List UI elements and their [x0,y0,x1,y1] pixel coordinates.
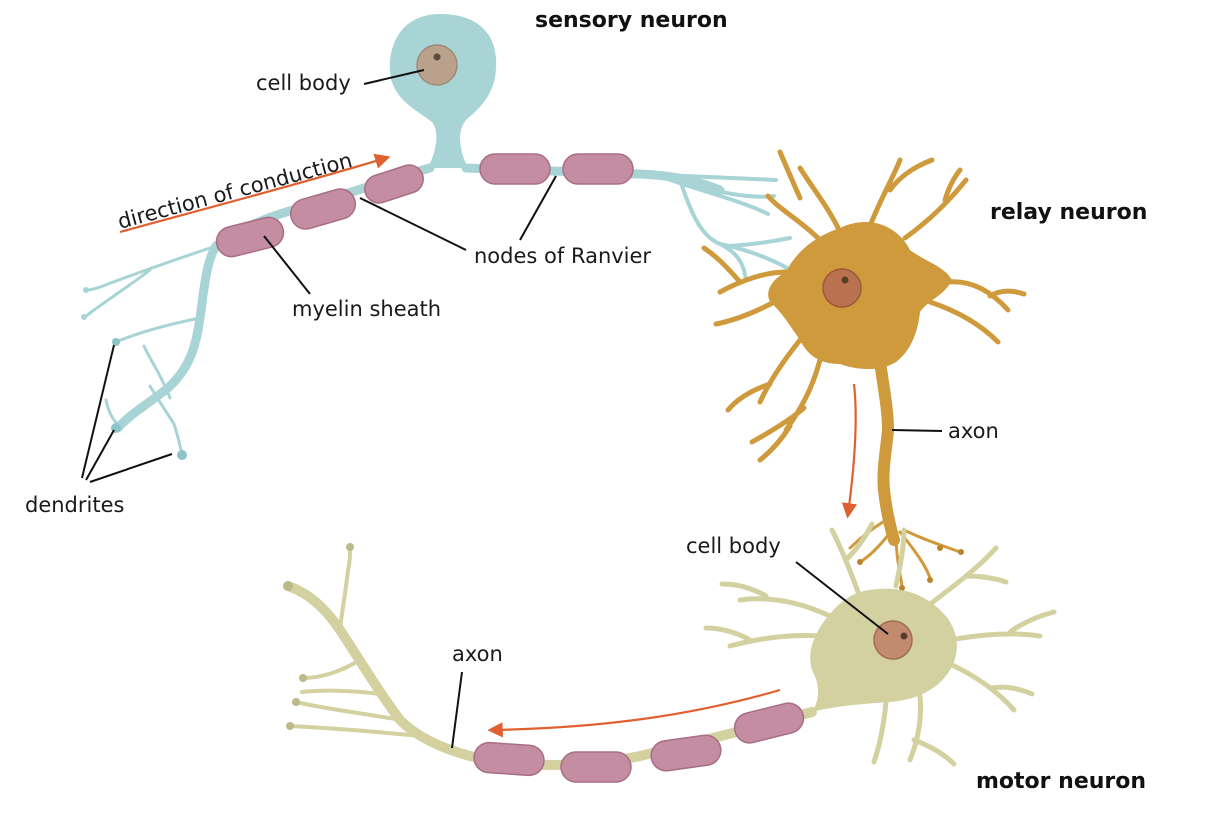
label-myelin-sheath: myelin sheath [292,297,441,321]
conduction-arrow-relay [841,383,858,519]
leader-axon-motor [451,671,463,749]
relay-nucleus [822,268,862,308]
motor-neuron [283,521,1057,783]
title-motor-neuron: motor neuron [976,769,1146,794]
leader-dendrites-2 [85,429,115,481]
relay-neuron [701,149,1027,591]
relay-axon [874,356,900,546]
sensory-terminal-branches [638,172,802,282]
leader-axon-relay [891,429,943,432]
label-axon-motor: axon [452,642,503,666]
leader-cell-body-sensory [363,69,425,85]
label-cell-body-motor: cell body [686,534,781,558]
label-axon-relay: axon [948,419,999,443]
sensory-dendrite-branches [84,244,218,456]
label-dendrites: dendrites [25,493,124,517]
label-cell-body-sensory: cell body [256,71,351,95]
motor-myelin-sheaths [473,702,805,783]
conduction-arrow-sensory [119,153,391,234]
sensory-myelin-sheaths [215,153,634,258]
title-relay-neuron: relay neuron [990,200,1147,225]
motor-dendrites [703,521,1057,767]
leader-nodes-1 [359,197,467,251]
conduction-arrow-motor [487,688,781,738]
leader-nodes-2 [519,175,557,241]
sensory-nucleus [416,44,458,86]
leader-myelin [263,235,311,295]
sensory-cell-body [389,14,497,168]
motor-axon [283,581,817,770]
relay-dendrites [701,149,1027,463]
leader-dendrites-1 [81,344,115,479]
leader-dendrites-3 [89,453,173,483]
sensory-neuron [81,14,802,460]
title-sensory-neuron: sensory neuron [535,8,728,33]
label-nodes-of-ranvier: nodes of Ranvier [474,244,651,268]
leader-cell-body-motor [795,561,889,635]
